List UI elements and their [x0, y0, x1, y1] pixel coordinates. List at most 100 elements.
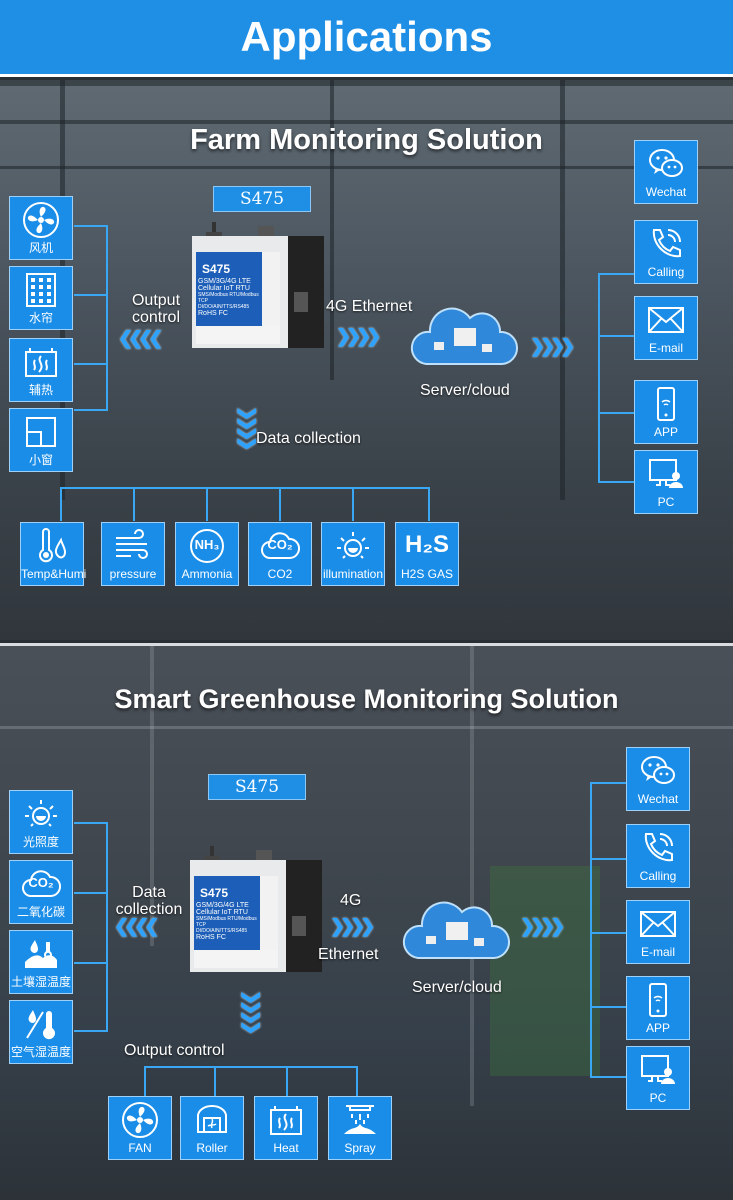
tile-spray: Spray: [328, 1096, 392, 1160]
tile-label: PC: [649, 1091, 667, 1105]
tile-sun: illumination: [321, 522, 385, 586]
output-control-label: Output control: [124, 1042, 225, 1059]
server-label: Server/cloud: [420, 382, 510, 399]
net-label: 4G Ethernet: [326, 298, 413, 315]
ammonia-icon: NH₃: [176, 523, 238, 567]
tile-label: Wechat: [645, 185, 687, 199]
farm-model-tag: S475: [213, 186, 311, 212]
tile-label: Calling: [647, 265, 685, 279]
device-rohs: RoHS FC: [198, 310, 228, 317]
device-text-line1: GSM/3G/4G LTE: [196, 902, 249, 909]
tile-soil-humidity: 土壤湿温度: [9, 930, 73, 994]
tile-heater: 辅热: [9, 338, 73, 402]
tile-sun: 光照度: [9, 790, 73, 854]
tile-app: APP: [634, 380, 698, 444]
tile-label: Heat: [273, 1141, 299, 1155]
net-arrows: ❯❯❯❯: [330, 916, 375, 936]
pc-icon: [627, 1047, 689, 1091]
tile-label: 空气湿温度: [10, 1045, 71, 1059]
tile-label: Calling: [639, 869, 677, 883]
heater-icon: [255, 1097, 317, 1141]
output-arrows: ❯❯❯❯: [242, 990, 262, 1031]
device-text-line2: Cellular IoT RTU: [198, 285, 250, 292]
tile-label: 土壤湿温度: [10, 975, 71, 989]
device-model-text: S475: [200, 886, 229, 900]
tile-label: APP: [653, 425, 678, 439]
co2-icon: CO₂: [249, 523, 311, 567]
device-text-line3: SMS/Modbus RTU/Modbus TCP: [198, 292, 259, 304]
tile-fan: 风机: [9, 196, 73, 260]
device-model-text: S475: [202, 262, 231, 276]
email-icon: [627, 901, 689, 945]
tile-pc: PC: [634, 450, 698, 514]
wechat-icon: [627, 748, 689, 792]
tile-label: 光照度: [22, 835, 59, 849]
wechat-icon: [635, 141, 697, 185]
server-cloud: [408, 302, 520, 375]
farm-title: Farm Monitoring Solution: [190, 124, 543, 156]
tile-label: APP: [645, 1021, 670, 1035]
temp-humidity-icon: [21, 523, 83, 567]
tile-label: Wechat: [637, 792, 679, 806]
air-humidity-icon: [10, 1001, 72, 1045]
notify-arrows: ❯❯❯❯: [530, 336, 575, 356]
device-text-line1: GSM/3G/4G LTE: [198, 278, 251, 285]
water-curtain-icon: [10, 267, 72, 311]
tile-label: 水帘: [28, 311, 53, 325]
tile-fan: FAN: [108, 1096, 172, 1160]
icon-glyph: CO₂: [28, 875, 54, 890]
notify-arrows: ❯❯❯❯: [520, 916, 565, 936]
page-title: Applications: [240, 13, 493, 60]
rtu-device: S475 GSM/3G/4G LTE Cellular IoT RTU SMS/…: [188, 222, 328, 352]
device-text-line2: Cellular IoT RTU: [196, 909, 248, 916]
output-arrows: ❮❮❮❮: [118, 328, 163, 348]
sun-icon: [10, 791, 72, 835]
tile-email: E-mail: [626, 900, 690, 964]
tile-label: illumination: [322, 567, 384, 581]
tile-heater: Heat: [254, 1096, 318, 1160]
tile-window: 小窗: [9, 408, 73, 472]
app-icon: [627, 977, 689, 1021]
server-cloud: [400, 896, 512, 969]
tile-label: E-mail: [640, 945, 675, 959]
tile-air-humidity: 空气湿温度: [9, 1000, 73, 1064]
tile-label: PC: [657, 495, 675, 509]
co2-icon: CO₂: [10, 861, 72, 905]
output-control-label: Output control: [131, 292, 181, 326]
tile-label: Spray: [344, 1141, 376, 1155]
h2s-icon: H₂S: [396, 523, 458, 567]
data-arrows: ❮❮❮❮: [114, 916, 159, 936]
tile-label: E-mail: [648, 341, 683, 355]
tile-label: Ammonia: [181, 567, 233, 581]
tile-label: 辅热: [28, 383, 53, 397]
tile-wechat: Wechat: [634, 140, 698, 204]
app-icon: [635, 381, 697, 425]
pc-icon: [635, 451, 697, 495]
data-collection-label: Data collection: [256, 430, 361, 447]
tile-label: Temp&Humi: [21, 567, 87, 581]
tile-ammonia: NH₃ Ammonia: [175, 522, 239, 586]
data-arrows: ❯❯❯❯: [238, 406, 258, 447]
rtu-device-greenhouse: S475 GSM/3G/4G LTE Cellular IoT RTU SMS/…: [186, 846, 326, 976]
icon-glyph: NH₃: [194, 537, 220, 552]
tile-label: pressure: [109, 567, 157, 581]
tile-pressure: pressure: [101, 522, 165, 586]
greenhouse-model-tag: S475: [208, 774, 306, 800]
header-banner: Applications: [0, 0, 733, 77]
tile-app: APP: [626, 976, 690, 1040]
data-collection-label: Data collection: [115, 884, 183, 918]
sun-icon: [322, 523, 384, 567]
tile-phone: Calling: [634, 220, 698, 284]
window-icon: [10, 409, 72, 453]
heater-icon: [10, 339, 72, 383]
phone-icon: [635, 221, 697, 265]
device-text-line3: SMS/Modbus RTU/Modbus TCP: [196, 916, 257, 928]
fan-icon: [109, 1097, 171, 1141]
icon-glyph: CO₂: [267, 537, 293, 552]
tile-label: CO2: [267, 567, 293, 581]
tile-label: 风机: [28, 241, 53, 255]
device-text-line4: DI/DO/AIN/TTS/RS485: [196, 928, 248, 934]
icon-glyph: H₂S: [404, 531, 449, 558]
farm-panel: Farm Monitoring Solution S475 S475 GSM/3…: [0, 80, 733, 640]
